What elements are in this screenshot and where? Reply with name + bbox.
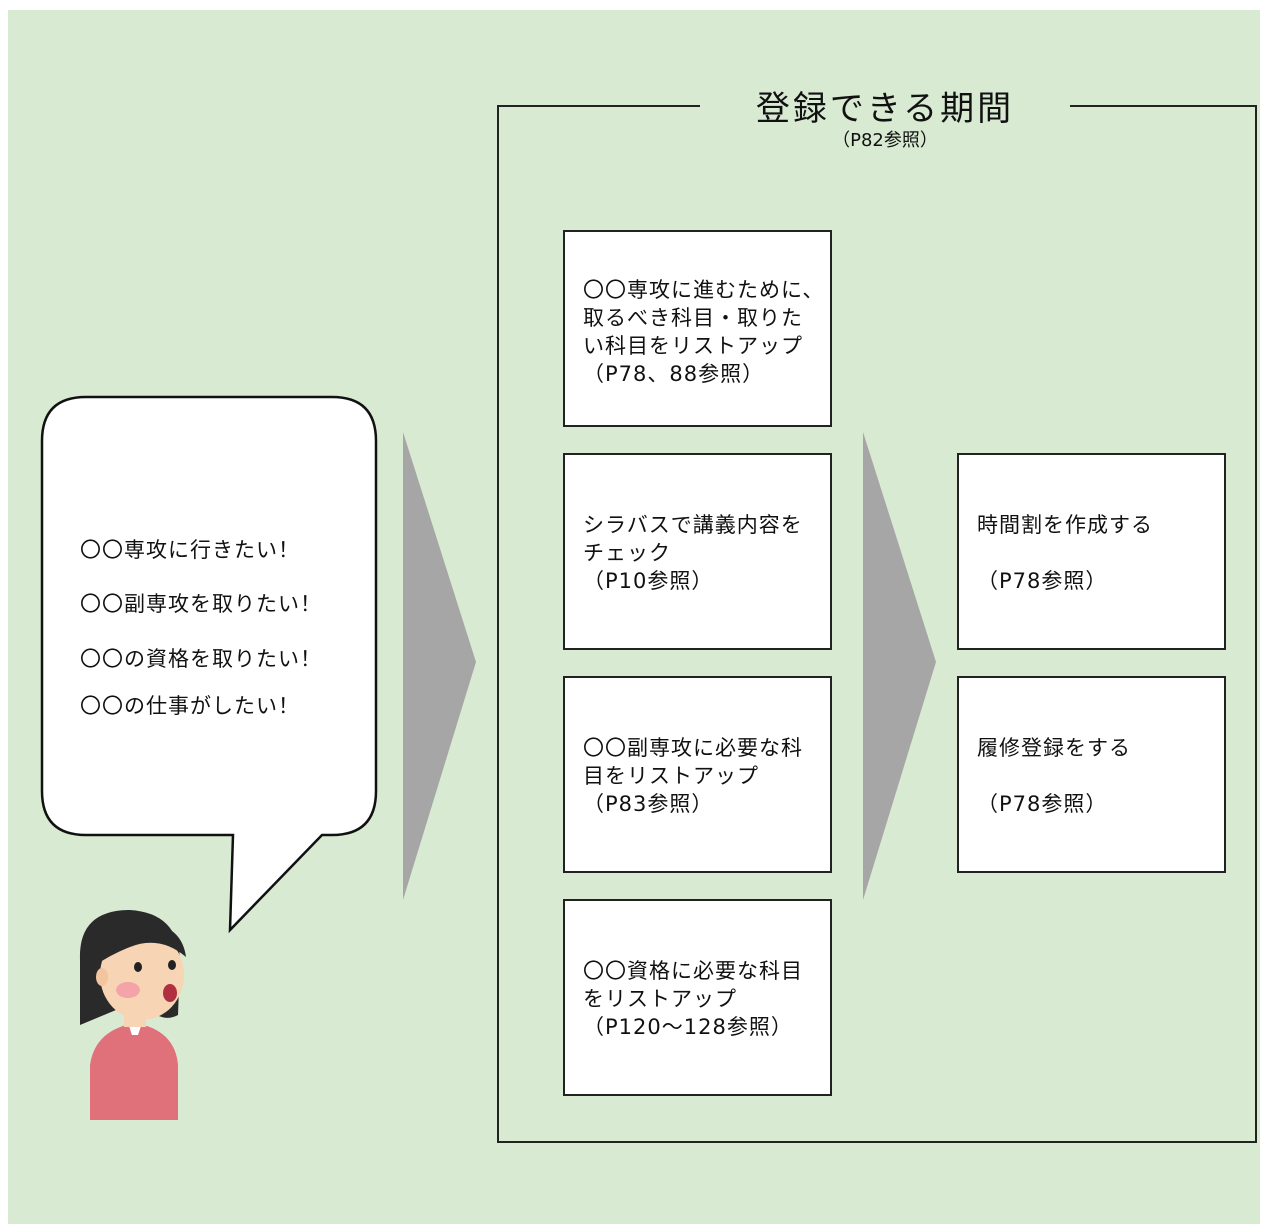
wish-career: 〇〇の仕事がしたい！	[80, 694, 300, 718]
period-reference: （P82参照）	[832, 130, 938, 151]
step-list-qualification-courses: 〇〇資格に必要な科目 をリストアップ （P120～128参照）	[563, 899, 832, 1096]
step-course-registration: 履修登録をする （P78参照）	[957, 676, 1226, 873]
step-reference: （P78参照）	[977, 569, 1108, 593]
arrow-to-registration-icon	[863, 432, 936, 900]
step-text-line: シラバスで講義内容を	[583, 513, 803, 537]
step-spacer	[977, 762, 1216, 790]
step-create-timetable: 時間割を作成する （P78参照）	[957, 453, 1226, 650]
speech-bubble-icon	[40, 395, 378, 934]
wish-major: 〇〇専攻に行きたい！	[80, 538, 300, 562]
step-list-major-courses: 〇〇専攻に進むために、 取るべき科目・取りた い科目をリストアップ （P78、8…	[563, 230, 832, 427]
step-list-minor-courses: 〇〇副専攻に必要な科 目をリストアップ （P83参照）	[563, 676, 832, 873]
wish-qualification: 〇〇の資格を取りたい！	[80, 647, 322, 671]
step-text-line: 〇〇専攻に進むために、	[583, 278, 825, 302]
step-reference: （P120～128参照）	[583, 1015, 793, 1039]
arrow-to-period-icon	[403, 432, 476, 900]
step-reference: （P83参照）	[583, 792, 714, 816]
step-text-line: 取るべき科目・取りた	[583, 306, 803, 330]
period-title-block: 登録できる期間 （P82参照）	[700, 88, 1070, 152]
step-reference: （P78参照）	[977, 792, 1108, 816]
step-reference: （P10参照）	[583, 569, 714, 593]
step-text-line: 〇〇資格に必要な科目	[583, 959, 803, 983]
step-text-line: 〇〇副専攻に必要な科	[583, 736, 803, 760]
step-text-line: 時間割を作成する	[977, 513, 1153, 537]
student-illustration	[79, 910, 186, 1120]
step-check-syllabus: シラバスで講義内容を チェック （P10参照）	[563, 453, 832, 650]
step-text-line: 目をリストアップ	[583, 764, 759, 788]
step-reference: （P78、88参照）	[583, 362, 765, 386]
step-spacer	[977, 539, 1216, 567]
wish-minor: 〇〇副専攻を取りたい！	[80, 592, 322, 616]
period-title: 登録できる期間	[755, 89, 1015, 129]
step-text-line: をリストアップ	[583, 987, 737, 1011]
step-text-line: チェック	[583, 541, 671, 565]
step-text-line: 履修登録をする	[977, 736, 1131, 760]
step-text-line: い科目をリストアップ	[583, 334, 803, 358]
